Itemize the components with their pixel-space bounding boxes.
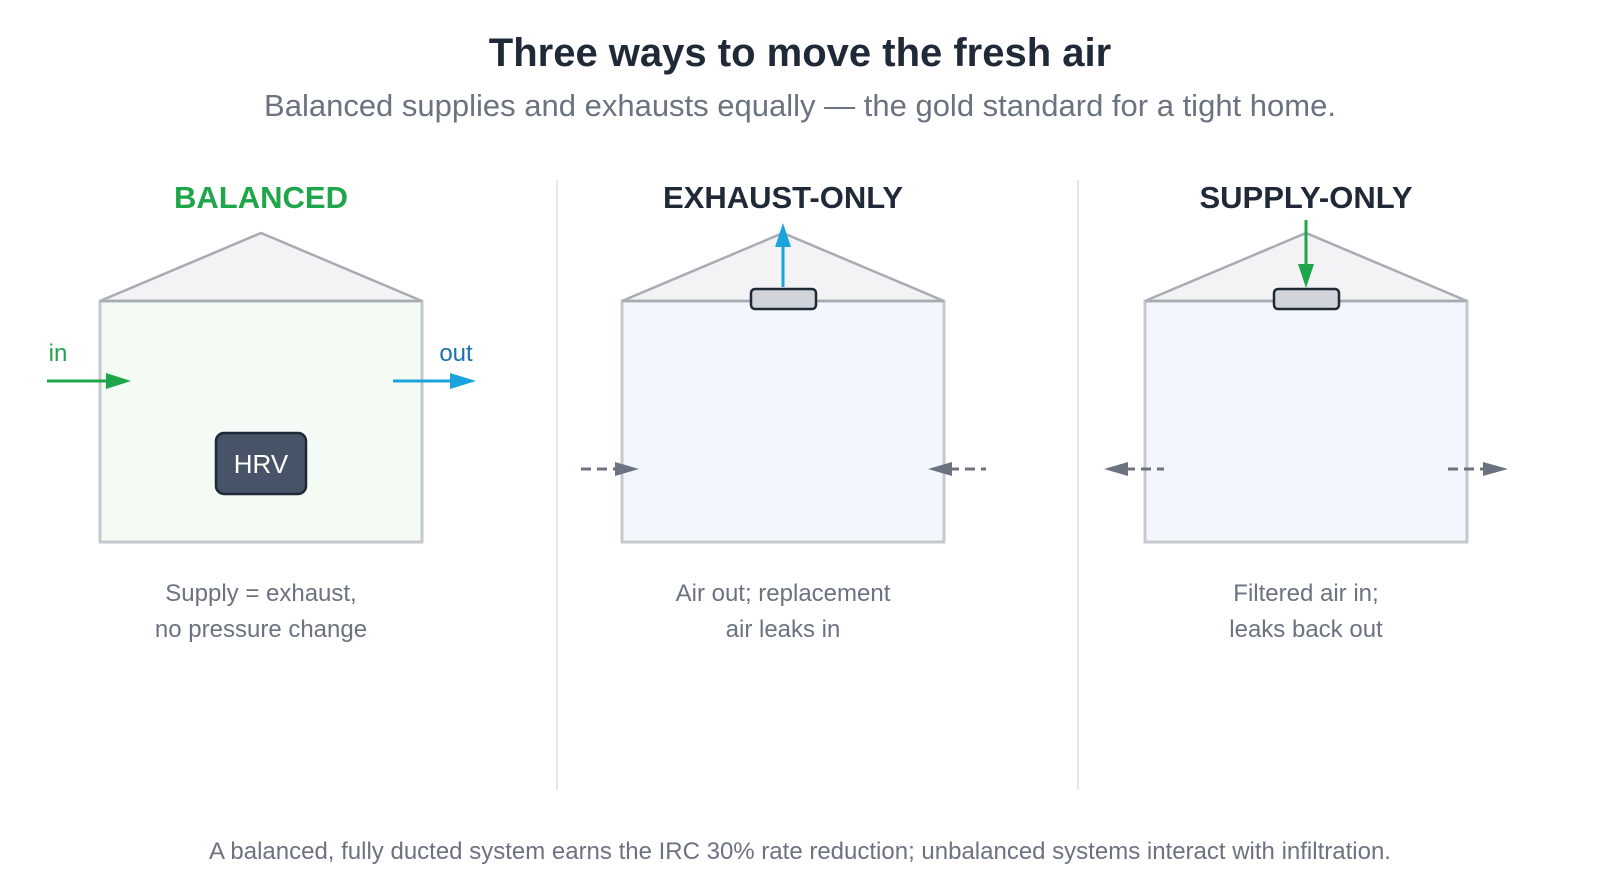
hrv-label: HRV <box>234 449 289 479</box>
in-label: in <box>49 340 68 367</box>
panel-title-balanced: BALANCED <box>174 180 348 215</box>
footnote: A balanced, fully ducted system earns th… <box>209 838 1391 865</box>
caption-supply-only-line-2: leaks back out <box>1229 616 1383 643</box>
exhaust-fan-up-arrow <box>775 223 791 287</box>
house-body-supply-only <box>1143 299 1469 544</box>
out-label: out <box>439 340 473 367</box>
supply-fan-down-arrow <box>1298 220 1314 288</box>
panel-supply-only: SUPPLY-ONLY Filtered air in; leaks back … <box>1104 180 1508 643</box>
house-body-balanced <box>98 299 424 544</box>
caption-exhaust-only-line-1: Air out; replacement <box>676 580 891 607</box>
leak-arrow-out-left <box>1104 462 1164 476</box>
roof-balanced <box>99 231 423 303</box>
panel-balanced: BALANCED in out HRV Supply = exhaust, no… <box>47 180 476 643</box>
hrv-box <box>214 431 308 496</box>
caption-balanced-line-2: no pressure change <box>155 616 367 643</box>
exhaust-arrow-out <box>393 373 476 389</box>
supply-arrow-in <box>47 373 131 389</box>
panel-exhaust-only: EXHAUST-ONLY Air out; replacement air le… <box>581 180 986 643</box>
leak-arrow-in-left <box>581 462 639 476</box>
page-subtitle: Balanced supplies and exhausts equally —… <box>264 88 1336 123</box>
caption-exhaust-only-line-2: air leaks in <box>726 616 841 643</box>
supply-fan <box>1272 287 1341 311</box>
panel-title-exhaust-only: EXHAUST-ONLY <box>663 180 903 215</box>
exhaust-fan <box>749 287 818 311</box>
caption-supply-only-line-1: Filtered air in; <box>1233 580 1378 607</box>
caption-balanced-line-1: Supply = exhaust, <box>165 580 356 607</box>
hrv-unit: HRV <box>214 431 308 496</box>
house-balanced <box>98 231 424 544</box>
page-title: Three ways to move the fresh air <box>489 31 1111 75</box>
panel-title-supply-only: SUPPLY-ONLY <box>1199 180 1412 215</box>
leak-arrow-out-right <box>1448 462 1508 476</box>
house-body-exhaust-only <box>620 299 946 544</box>
leak-arrow-in-right <box>928 462 986 476</box>
